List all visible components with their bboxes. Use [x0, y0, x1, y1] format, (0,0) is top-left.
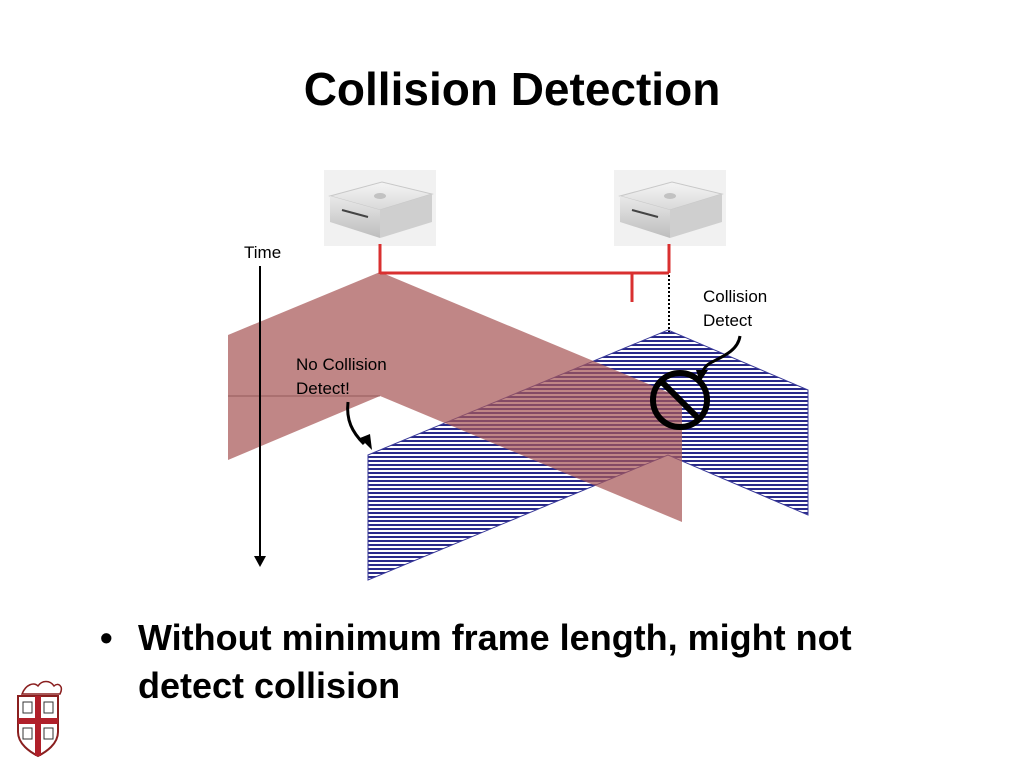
signal-a-shape [228, 272, 682, 522]
no-collision-arrow [346, 401, 366, 446]
collision-label: Collision [703, 287, 767, 306]
network-link [378, 244, 671, 302]
no-collision-arrow-head [360, 434, 372, 450]
no-collision-label: No Collision [296, 355, 387, 374]
prohibited-icon [650, 370, 710, 430]
mac-mini-icon [324, 170, 436, 246]
time-arrow-head [254, 556, 266, 567]
collision-label-line2: Detect [703, 311, 752, 330]
bullet-marker: • [100, 617, 113, 658]
no-collision-label-line2: Detect! [296, 379, 350, 398]
university-shield-logo [17, 680, 63, 758]
time-label: Time [244, 243, 281, 262]
bullet-text: Without minimum frame length, might not … [138, 617, 852, 706]
slide-title: Collision Detection [303, 63, 721, 115]
mac-mini-icon [614, 170, 726, 246]
